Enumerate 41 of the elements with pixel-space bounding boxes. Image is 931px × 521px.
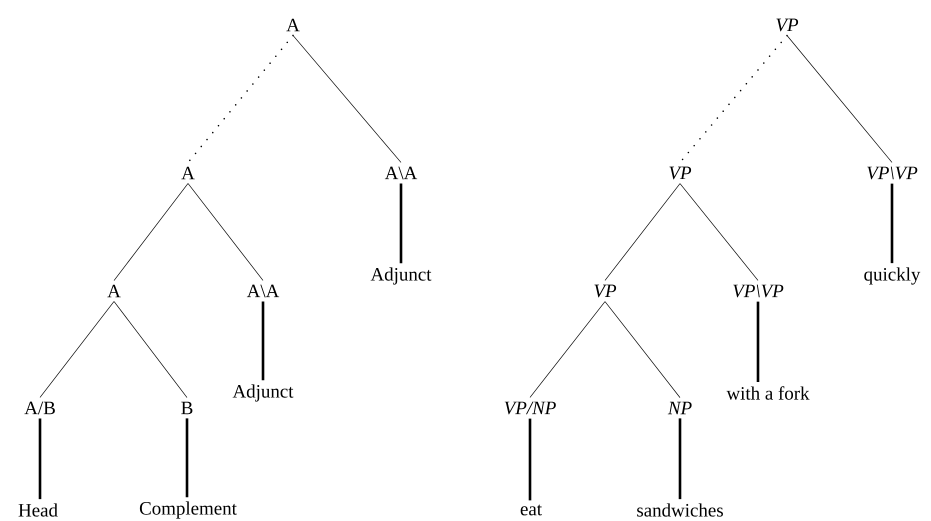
branch-line	[786, 35, 892, 163]
node-label: Adjunct	[232, 384, 294, 402]
branch-line	[114, 183, 188, 281]
node-label: B	[181, 402, 192, 414]
node-label: A	[181, 166, 195, 180]
branch-line	[186, 418, 188, 498]
node-label: A\A	[246, 284, 280, 298]
branch-line	[114, 301, 188, 398]
node-label: quickly	[864, 267, 920, 285]
node-label: VP	[669, 166, 692, 180]
branch-line	[40, 301, 114, 398]
node-label: A\A	[384, 166, 418, 180]
node-label: A/B	[24, 402, 55, 414]
branch-line	[262, 302, 264, 380]
branch-line	[530, 301, 606, 398]
node-label: NP	[668, 402, 692, 414]
node-label: with a fork	[726, 386, 810, 400]
branch-line	[756, 302, 760, 382]
branch-line	[528, 418, 532, 500]
node-label: VP	[776, 18, 798, 32]
node-label: Adjunct	[370, 267, 432, 285]
node-label: VP\VP	[867, 166, 918, 180]
branch-line	[890, 184, 894, 264]
branch-line	[38, 418, 42, 500]
node-label: VP	[594, 284, 616, 298]
node-label: Complement	[140, 501, 237, 519]
branch-line	[680, 183, 758, 281]
node-label: eat	[520, 504, 542, 516]
branch-line	[604, 301, 680, 398]
branch-line	[678, 418, 682, 500]
node-label: A	[107, 284, 121, 298]
node-label: Head	[18, 503, 58, 517]
branch-line	[400, 184, 402, 264]
node-label: A	[286, 18, 300, 32]
branch-line	[187, 34, 294, 164]
branch-line	[292, 35, 402, 163]
node-label: VP\VP	[733, 284, 784, 298]
branch-line	[604, 183, 680, 281]
node-label: sandwiches	[637, 503, 723, 517]
branch-line	[188, 183, 264, 281]
node-label: VP/NP	[504, 402, 556, 414]
